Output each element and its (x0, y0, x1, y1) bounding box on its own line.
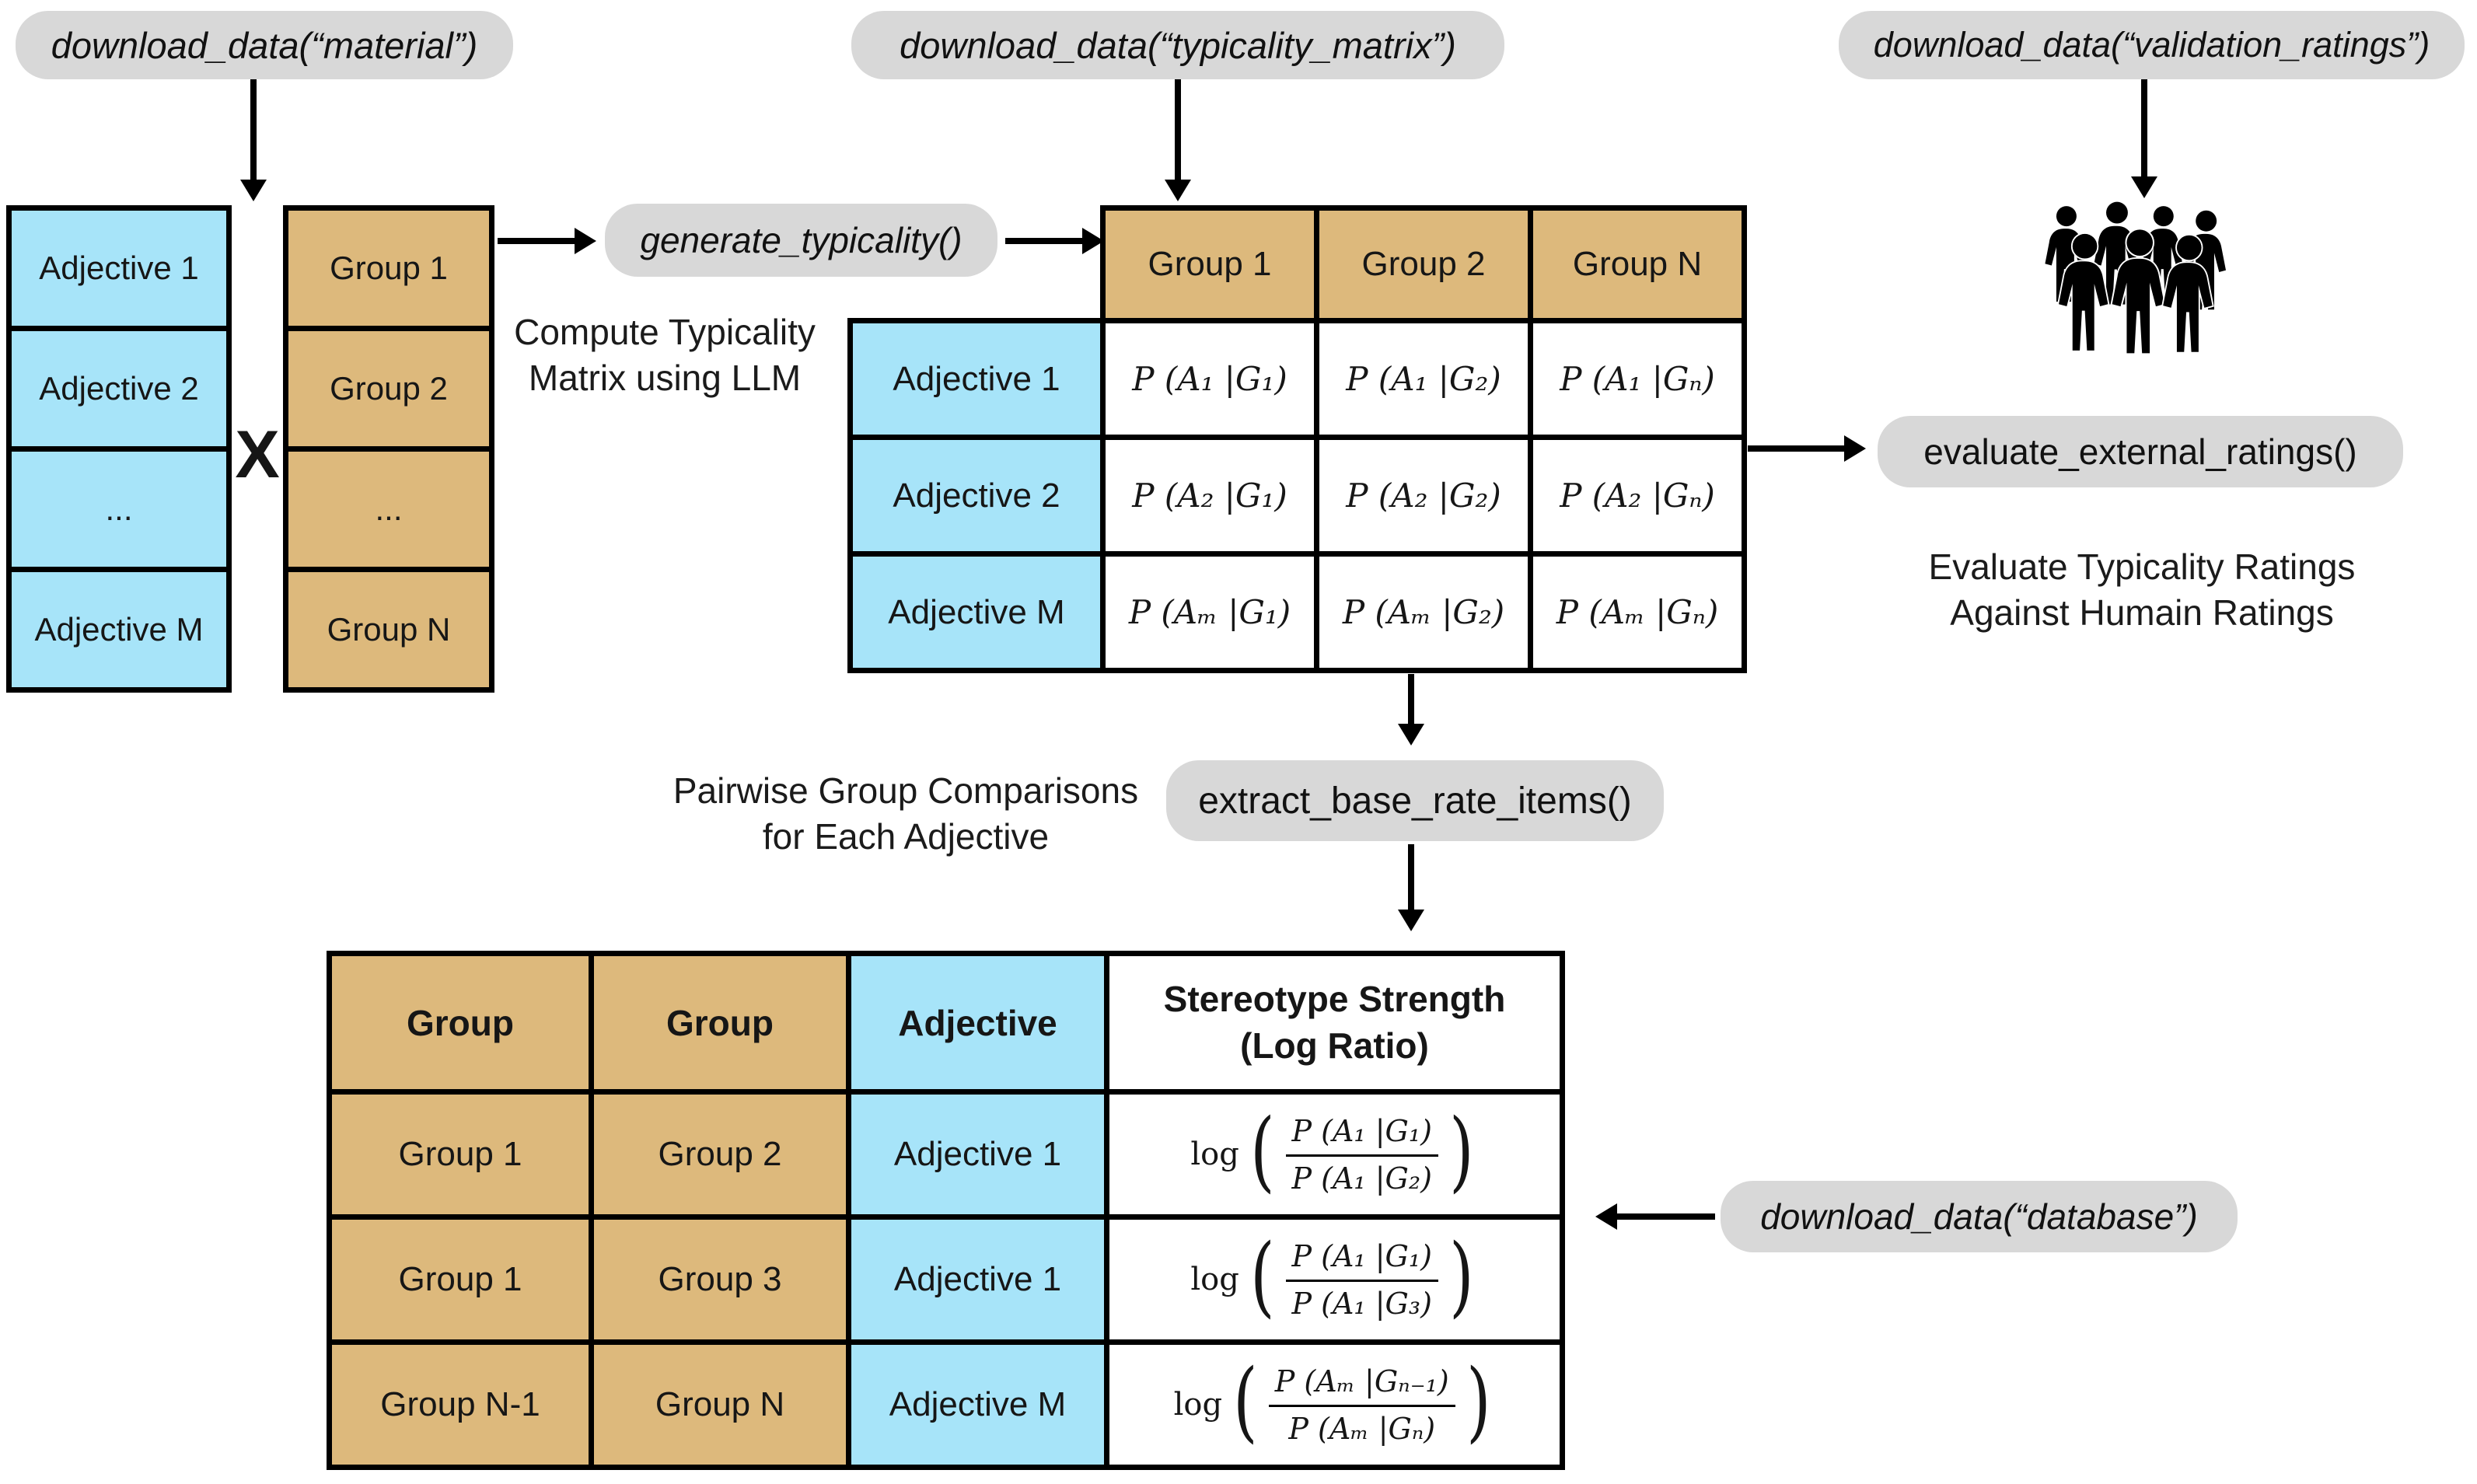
left-paren: ( (1249, 1225, 1275, 1327)
matrix-cell: P (A₂ |G₁) (1100, 435, 1319, 557)
base-rate-cell-adjective: Adjective 1 (846, 1089, 1109, 1220)
adjective-list-item: ... (12, 446, 226, 567)
base-rate-cell-adjective: Adjective 1 (846, 1214, 1109, 1345)
group-list-item: Group 2 (288, 326, 489, 446)
pill-generate-typicality: generate_typicality() (605, 204, 997, 277)
typicality-matrix-table: Group 1 Group 2 Group N Adjective 1 P (A… (847, 205, 1747, 673)
matrix-col-header: Group 2 (1314, 205, 1533, 323)
arrow-typicality-down (1175, 79, 1181, 180)
caption-compute-typicality: Compute Typicality Matrix using LLM (443, 309, 886, 401)
matrix-corner-empty (851, 208, 1103, 321)
matrix-cell: P (A₁ |G₂) (1314, 318, 1533, 440)
base-rate-col-header: Adjective (846, 951, 1109, 1095)
matrix-cell: P (A₂ |G₂) (1314, 435, 1533, 557)
right-paren: ) (1449, 1225, 1474, 1327)
base-rate-cell-group-a: Group 1 (327, 1089, 594, 1220)
log-label: log (1173, 1387, 1223, 1423)
formula-denominator: P (Aₘ |Gₙ) (1288, 1411, 1436, 1446)
formula-denominator: P (A₁ |G₃) (1291, 1286, 1432, 1321)
caption-pairwise-comparisons: Pairwise Group Comparisons for Each Adje… (669, 768, 1143, 860)
matrix-row-header: Adjective 2 (847, 435, 1106, 557)
caption-line: Pairwise Group Comparisons (673, 770, 1139, 811)
arrow-matrix-to-extract (1408, 674, 1414, 725)
pill-download-data-typicality-matrix: download_data(“typicality_matrix”) (851, 11, 1504, 79)
base-rate-cell-group-b: Group 2 (589, 1089, 851, 1220)
matrix-cell: P (A₁ |G₁) (1100, 318, 1319, 440)
adjective-list-item: Adjective 2 (12, 326, 226, 446)
arrowhead-extract-to-table (1398, 910, 1424, 931)
base-rate-cell-group-b: Group 3 (589, 1214, 851, 1345)
caption-line: Compute Typicality (514, 312, 816, 352)
base-rate-table: Group Group Adjective Stereotype Strengt… (327, 951, 1565, 1470)
formula-denominator: P (A₁ |G₂) (1291, 1161, 1432, 1196)
right-paren: ) (1449, 1100, 1474, 1202)
pill-download-data-material: download_data(“material”) (16, 11, 513, 79)
matrix-cell: P (Aₘ |Gₙ) (1528, 551, 1747, 673)
matrix-row-header: Adjective M (847, 551, 1106, 673)
arrow-validation-down (2141, 79, 2147, 177)
arrowhead-matrix-to-extract (1398, 724, 1424, 745)
matrix-cell: P (A₂ |Gₙ) (1528, 435, 1747, 557)
base-rate-cell-group-a: Group N-1 (327, 1339, 594, 1470)
arrow-groups-to-generate (498, 238, 575, 244)
arrow-material-down (250, 79, 257, 180)
arrow-matrix-to-evaluate (1748, 445, 1845, 452)
left-paren: ( (1249, 1100, 1275, 1202)
adjective-list-item: Adjective M (12, 567, 226, 687)
base-rate-col-header: Group (327, 951, 594, 1095)
arrowhead-matrix-to-evaluate (1844, 435, 1866, 462)
base-rate-col-header: Stereotype Strength (Log Ratio) (1104, 951, 1565, 1095)
group-list-table: Group 1 Group 2 ... Group N (283, 205, 494, 693)
matrix-cell: P (A₁ |Gₙ) (1528, 318, 1747, 440)
left-paren: ( (1233, 1350, 1258, 1452)
caption-line: Against Humain Ratings (1950, 592, 2334, 633)
pill-extract-base-rate-items: extract_base_rate_items() (1166, 760, 1664, 841)
cross-product-operator: X (235, 417, 280, 492)
arrow-extract-to-table (1408, 844, 1414, 910)
arrowhead-generate-to-matrix (1082, 228, 1104, 254)
pill-evaluate-external-ratings: evaluate_external_ratings() (1878, 416, 2403, 487)
matrix-cell: P (Aₘ |G₁) (1100, 551, 1319, 673)
base-rate-cell-group-a: Group 1 (327, 1214, 594, 1345)
formula-numerator: P (A₁ |G₁) (1285, 1111, 1438, 1157)
pill-download-data-validation-ratings: download_data(“validation_ratings”) (1839, 11, 2465, 79)
base-rate-cell-formula: log ( P (A₁ |G₁) P (A₁ |G₂) ) (1104, 1089, 1565, 1220)
arrow-database-to-table (1616, 1213, 1715, 1220)
crowd-icon (2043, 201, 2227, 355)
log-label: log (1190, 1137, 1239, 1172)
pill-download-data-database: download_data(“database”) (1721, 1181, 2238, 1252)
matrix-col-header: Group 1 (1100, 205, 1319, 323)
formula-numerator: P (Aₘ |Gₙ₋₁) (1268, 1361, 1455, 1407)
arrowhead-material-down (240, 180, 267, 201)
base-rate-cell-formula: log ( P (A₁ |G₁) P (A₁ |G₃) ) (1104, 1214, 1565, 1345)
caption-line: Evaluate Typicality Ratings (1928, 546, 2356, 587)
arrowhead-database-to-table (1595, 1203, 1617, 1230)
matrix-cell: P (Aₘ |G₂) (1314, 551, 1533, 673)
arrowhead-typicality-down (1165, 180, 1191, 201)
arrowhead-groups-to-generate (575, 228, 596, 254)
adjective-list-item: Adjective 1 (12, 211, 226, 326)
caption-evaluate-ratings: Evaluate Typicality Ratings Against Huma… (1889, 544, 2395, 636)
arrowhead-validation-down (2131, 176, 2157, 198)
log-label: log (1190, 1262, 1239, 1297)
adjective-list-table: Adjective 1 Adjective 2 ... Adjective M (6, 205, 232, 693)
caption-line: Matrix using LLM (528, 357, 802, 398)
group-list-item: Group N (288, 567, 489, 687)
base-rate-col-header: Group (589, 951, 851, 1095)
arrow-generate-to-matrix (1005, 238, 1083, 244)
matrix-col-header: Group N (1528, 205, 1747, 323)
right-paren: ) (1466, 1350, 1491, 1452)
base-rate-cell-adjective: Adjective M (846, 1339, 1109, 1470)
matrix-row-header: Adjective 1 (847, 318, 1106, 440)
caption-line: for Each Adjective (762, 815, 1050, 857)
formula-numerator: P (A₁ |G₁) (1285, 1236, 1438, 1282)
base-rate-cell-formula: log ( P (Aₘ |Gₙ₋₁) P (Aₘ |Gₙ) ) (1104, 1339, 1565, 1470)
base-rate-cell-group-b: Group N (589, 1339, 851, 1470)
header-line: (Log Ratio) (1240, 1025, 1429, 1066)
group-list-item: Group 1 (288, 211, 489, 326)
header-line: Stereotype Strength (1163, 978, 1506, 1019)
group-list-item: ... (288, 446, 489, 567)
